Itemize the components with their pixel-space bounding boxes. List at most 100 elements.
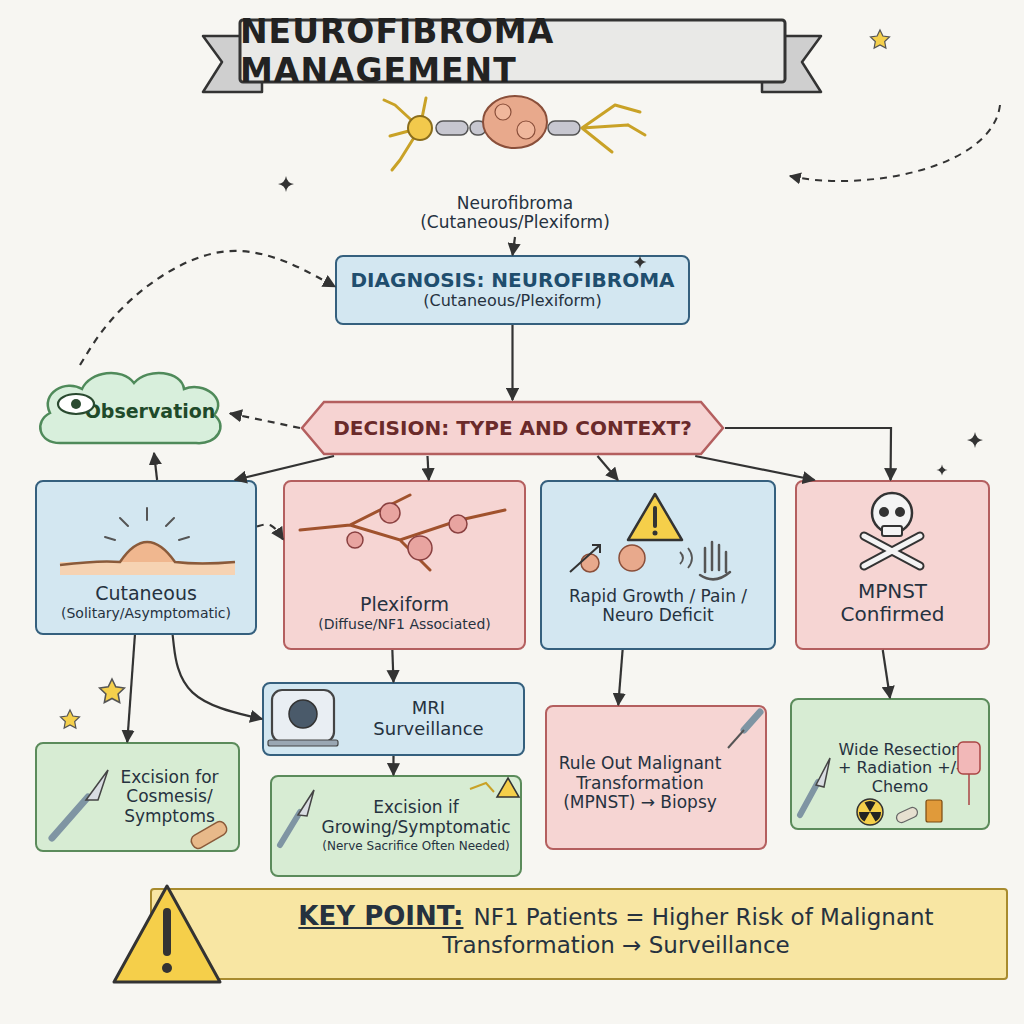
connector-arrow [127, 635, 135, 742]
node-label: Cutaneous [95, 583, 197, 605]
banner-tail [203, 36, 262, 92]
nerve-branches [300, 495, 505, 570]
connector-arrow [392, 756, 394, 775]
hand-icon [700, 542, 730, 579]
connector-arrow [230, 413, 300, 428]
skin-line [60, 542, 235, 565]
node-label: Wide Resection + Radiation +/- Chemo [832, 741, 968, 796]
scalpel-blade [86, 770, 108, 800]
star [100, 679, 125, 703]
hexagon-shape [302, 402, 723, 454]
tumor-blob [347, 532, 363, 548]
tumor-blob [581, 554, 599, 572]
malignancy-box: MPNST Confirmed [795, 480, 990, 650]
node-label: KEY POINT: [298, 901, 463, 931]
connector-arrow [173, 635, 262, 719]
diagram-title: NEUROFIBROMA MANAGEMENT [240, 20, 785, 82]
node-label: MRI Surveillance [354, 698, 503, 739]
node-subtext: (Solitary/Asymptomatic) [61, 605, 231, 621]
node-label: Excision if Growing/Symptomatic [318, 798, 514, 837]
connector-arrow [725, 428, 891, 480]
scalpel-handle [52, 797, 88, 838]
node-label: Rapid Growth / Pain / Neuro Deficit [552, 587, 764, 626]
nerve-icon [470, 783, 494, 792]
scalpel-blade [298, 790, 314, 816]
sparkle [278, 176, 294, 192]
connector-arrow [257, 525, 283, 540]
connector-arrow [883, 650, 890, 698]
connector-arrow [80, 251, 335, 365]
bandage [189, 819, 229, 850]
sparkle [967, 432, 983, 448]
node-subtext: NF1 Patients = Higher Risk of Malignant … [442, 904, 933, 958]
mri-scanner [272, 690, 334, 742]
dendrite [582, 105, 645, 152]
node-subtext: (Diffuse/NF1 Associated) [318, 616, 491, 632]
node-label: Excision for Cosmesis/ Symptoms [107, 768, 232, 827]
skull [872, 493, 912, 533]
warning-triangle [628, 494, 682, 540]
node-label: Plexiform [360, 594, 449, 616]
process-box: MRI Surveillance [262, 682, 525, 756]
skin-layer [60, 562, 235, 575]
tumor-blob [483, 96, 547, 148]
tumor-blob [380, 503, 400, 523]
eye-icon [58, 394, 94, 414]
sparkle [634, 256, 647, 269]
mri-bore [289, 700, 317, 728]
node-label: DECISION: TYPE AND CONTEXT? [333, 417, 692, 440]
treatment-box: Excision if Growing/Symptomatic (Nerve Sa… [270, 775, 522, 877]
dendrite [384, 98, 426, 170]
decision-hexagon: DECISION: TYPE AND CONTEXT? [300, 400, 725, 456]
crossbone [864, 536, 920, 566]
crossbone [864, 536, 920, 566]
tumor-blob [449, 515, 467, 533]
scalpel-handle [280, 812, 300, 845]
scalpel-handle [800, 782, 818, 815]
connector-arrow [392, 650, 393, 682]
node-subtext: (Cutaneous/Plexiform) [423, 292, 601, 310]
skull-eye [895, 507, 905, 517]
warning-box: Rapid Growth / Pain / Neuro Deficit [540, 480, 776, 650]
syringe-body [744, 712, 760, 730]
decor-dashed-arrow [790, 105, 1000, 181]
skull-eye [879, 507, 889, 517]
warning-dot [653, 531, 658, 536]
connector-arrow [695, 456, 814, 480]
process-box: DIAGNOSIS: NEUROFIBROMA(Cutaneous/Plexif… [335, 255, 690, 325]
warning-mark [163, 912, 171, 952]
pill-bottle [926, 800, 942, 822]
node-label: Neurofibroma (Cutaneous/Plexiform) [385, 194, 645, 233]
star [61, 710, 80, 728]
sparkle [936, 464, 947, 475]
observation-cloud: Observation [30, 365, 230, 453]
cloud-shape [40, 373, 220, 443]
illustrated-node: Neurofibroma (Cutaneous/Plexiform) [385, 92, 645, 237]
radiation-symbol [857, 799, 883, 825]
iv-line [968, 774, 970, 805]
node-label: Rule Out Malignant Transformation (MPNST… [557, 754, 723, 813]
pill-capsule [895, 806, 919, 824]
radiation-blades [859, 801, 881, 822]
crossbone [864, 536, 920, 566]
skull-jaw [882, 526, 902, 536]
growth-arrow [570, 545, 600, 572]
warning-triangle [497, 778, 519, 797]
banner-ribbon [240, 20, 785, 82]
node-subtext: (Nerve Sacrifice Often Needed) [322, 840, 509, 854]
iv-bag [958, 742, 980, 774]
axon-segment [436, 121, 468, 135]
connector-arrow [154, 453, 157, 480]
warning-mark [653, 508, 657, 526]
connector-arrow [598, 456, 618, 480]
banner-tail [762, 36, 821, 92]
tumor-blob [619, 545, 645, 571]
connector-arrow [513, 237, 516, 255]
tumor-lobule [495, 104, 511, 120]
warning-triangle [114, 886, 220, 982]
crossbone [864, 536, 920, 566]
tumor-lobule [517, 121, 535, 139]
